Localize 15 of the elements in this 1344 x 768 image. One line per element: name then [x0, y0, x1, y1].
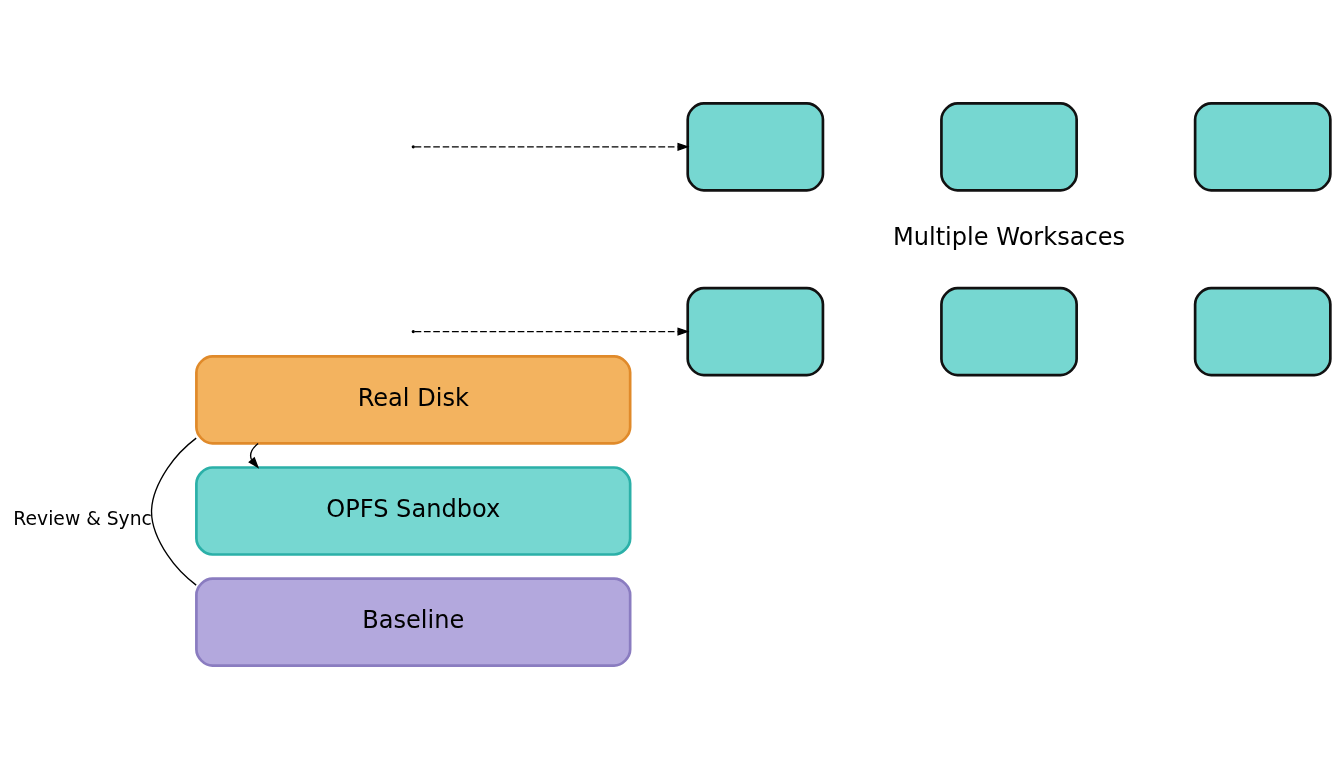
node-box: [686, 286, 825, 376]
label: Multiple Worksaces: [892, 222, 1126, 251]
node-box: [1193, 101, 1332, 192]
node-box: OPFS Sandbox: [195, 465, 632, 556]
node-box: Baseline: [195, 576, 632, 667]
arrow: [414, 142, 690, 151]
node-box: [940, 286, 1078, 376]
node-box: [1193, 286, 1332, 376]
node-box: [686, 101, 825, 192]
node-box: Real Disk: [195, 354, 632, 445]
connector: [150, 437, 197, 586]
arrow: [248, 442, 260, 469]
node-box: [940, 101, 1078, 192]
arrow: [414, 326, 690, 336]
edge-label: Review & Sync: [13, 507, 152, 529]
